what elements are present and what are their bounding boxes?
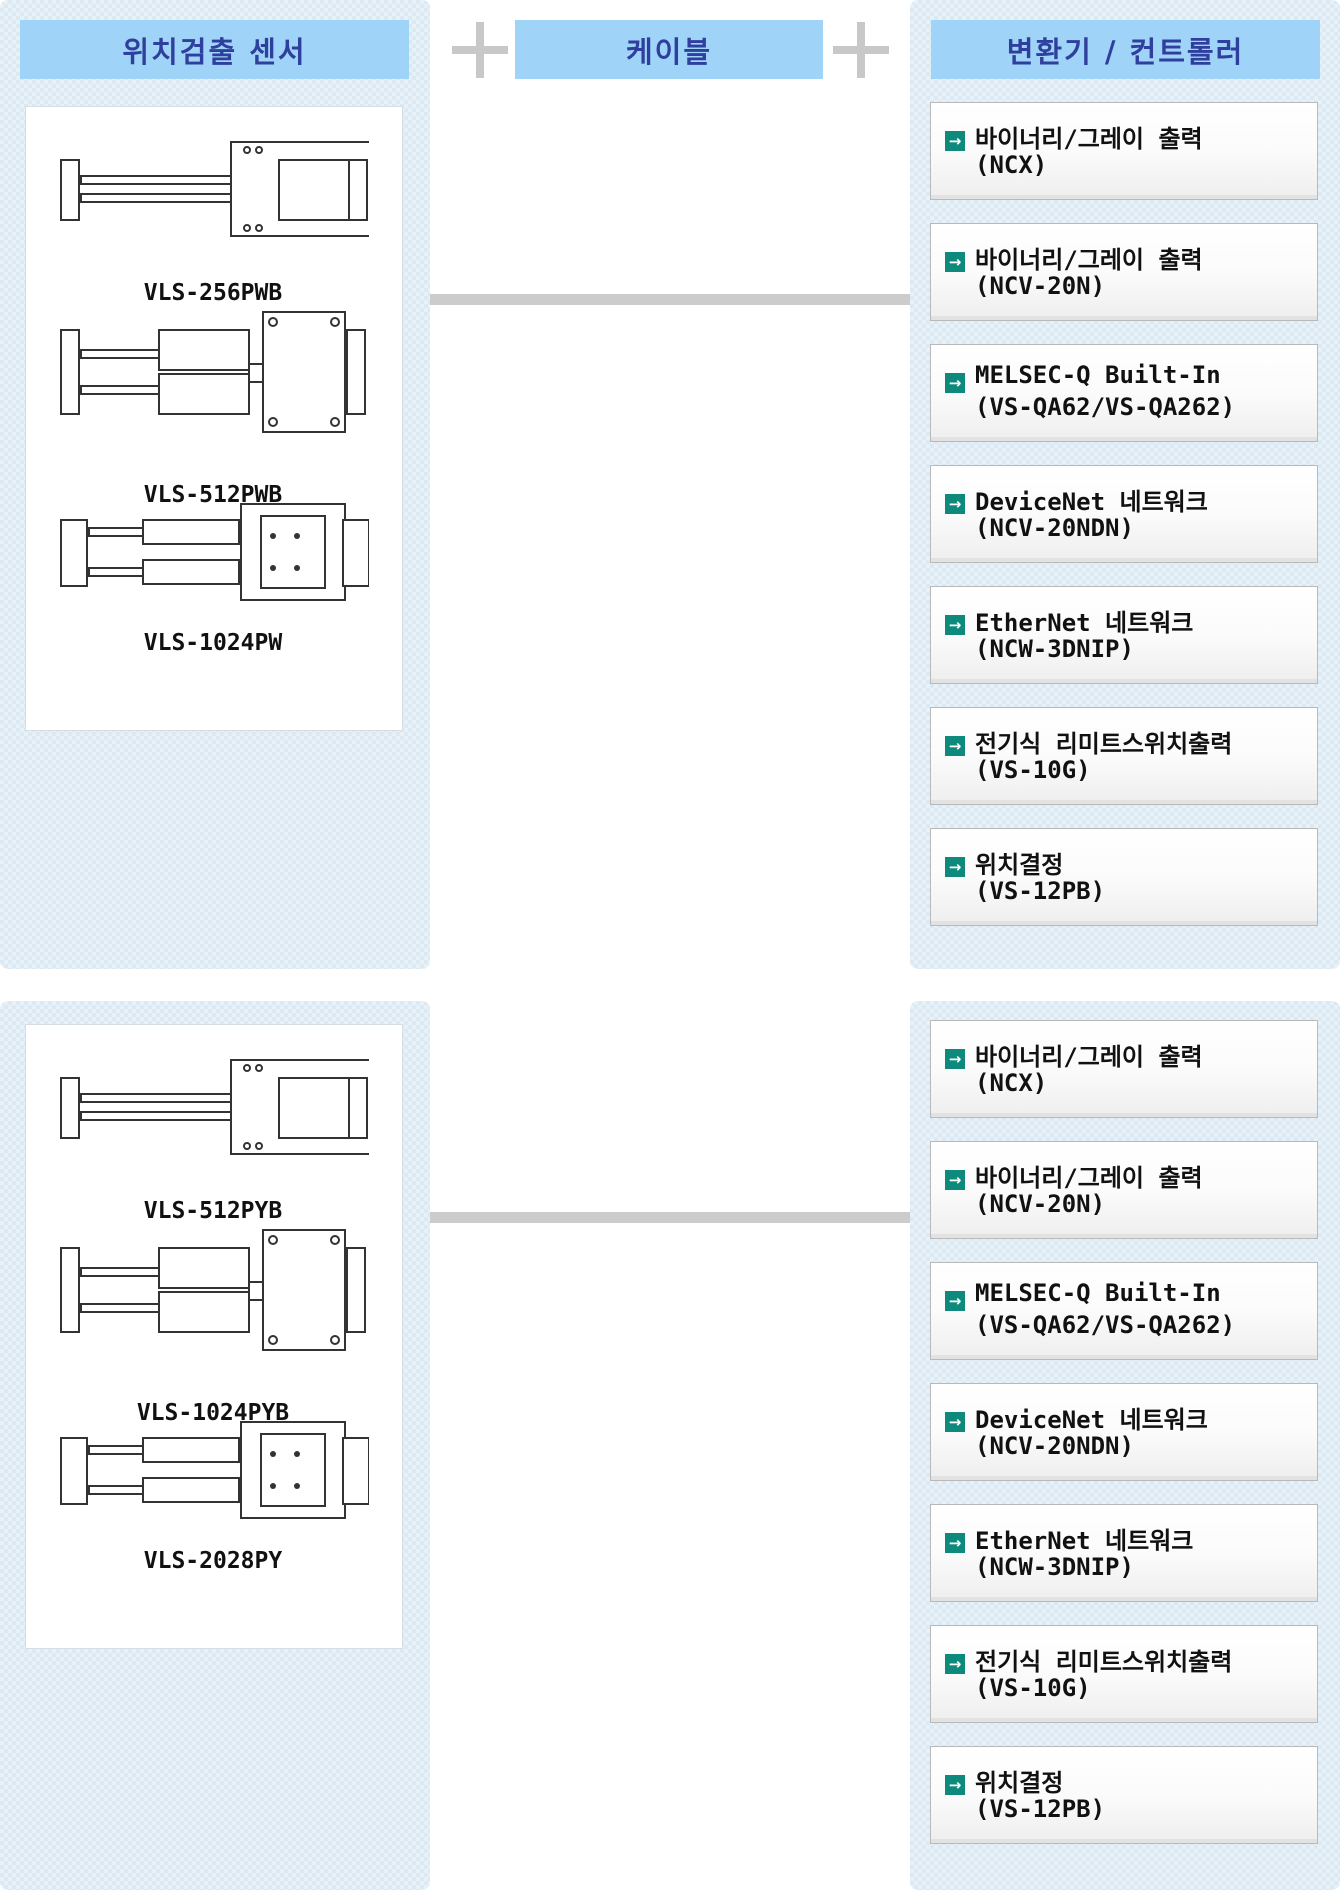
controller-model: (NCW-3DNIP) (975, 635, 1134, 663)
controller-title: MELSEC-Q Built-In (975, 361, 1221, 389)
arrow-right-icon: → (945, 373, 965, 393)
controller-link-button[interactable]: → 바이너리/그레이 출력(NCV-20N) (930, 1141, 1318, 1239)
cable-line-2 (430, 1212, 910, 1223)
arrow-right-icon: → (945, 131, 965, 151)
controller-title: 전기식 리미트스위치출력 (975, 1648, 1233, 1676)
arrow-right-icon: → (945, 1170, 965, 1190)
controller-title: DeviceNet 네트워크 (975, 1406, 1208, 1434)
controller-link-button[interactable]: → 전기식 리미트스위치출력(VS-10G) (930, 707, 1318, 805)
controller-model: (NCX) (975, 151, 1048, 179)
arrow-right-icon: → (945, 615, 965, 635)
sensor-model-label: VLS-2028PY (143, 1548, 283, 1574)
controller-model: (NCX) (975, 1069, 1048, 1097)
controller-title: 바이너리/그레이 출력 (975, 125, 1203, 153)
controller-title: DeviceNet 네트워크 (975, 488, 1208, 516)
controller-model: (NCV-20NDN) (975, 1432, 1134, 1460)
arrow-right-icon: → (945, 1654, 965, 1674)
controller-title: 위치결정 (975, 1769, 1064, 1797)
controller-link-button[interactable]: → DeviceNet 네트워크(NCV-20NDN) (930, 465, 1318, 563)
controller-title: EtherNet 네트워크 (975, 609, 1194, 637)
controller-link-button[interactable]: → EtherNet 네트워크(NCW-3DNIP) (930, 586, 1318, 684)
controller-model: (VS-12PB) (975, 877, 1106, 905)
arrow-right-icon: → (945, 494, 965, 514)
controller-title: 바이너리/그레이 출력 (975, 1164, 1203, 1192)
arrow-right-icon: → (945, 1533, 965, 1553)
controller-model: (NCV-20NDN) (975, 514, 1134, 542)
arrow-right-icon: → (945, 736, 965, 756)
arrow-right-icon: → (945, 252, 965, 272)
controller-title: MELSEC-Q Built-In (975, 1279, 1221, 1307)
arrow-right-icon: → (945, 1412, 965, 1432)
header-controller: 변환기 / 컨트롤러 (931, 20, 1320, 79)
controller-link-button[interactable]: → 위치결정(VS-12PB) (930, 1746, 1318, 1844)
cable-line-1 (430, 294, 910, 305)
controller-link-button[interactable]: → 바이너리/그레이 출력(NCX) (930, 1020, 1318, 1118)
controller-model: (NCW-3DNIP) (975, 1553, 1134, 1581)
controller-link-button[interactable]: → 바이너리/그레이 출력(NCV-20N) (930, 223, 1318, 321)
arrow-right-icon: → (945, 857, 965, 877)
controller-model: (NCV-20N) (975, 272, 1106, 300)
plus-icon (452, 22, 508, 78)
controller-model: (NCV-20N) (975, 1190, 1106, 1218)
controller-link-button[interactable]: → MELSEC-Q Built-In (VS-QA62/VS-QA262) (930, 344, 1318, 442)
header-cable: 케이블 (515, 20, 823, 79)
arrow-right-icon: → (945, 1775, 965, 1795)
controller-link-button[interactable]: → EtherNet 네트워크(NCW-3DNIP) (930, 1504, 1318, 1602)
header-sensor: 위치검출 센서 (20, 20, 409, 79)
controller-link-button[interactable]: → MELSEC-Q Built-In (VS-QA62/VS-QA262) (930, 1262, 1318, 1360)
controller-title: 위치결정 (975, 851, 1064, 879)
controller-title: EtherNet 네트워크 (975, 1527, 1194, 1555)
controller-link-button[interactable]: → 바이너리/그레이 출력(NCX) (930, 102, 1318, 200)
controller-link-button[interactable]: → 전기식 리미트스위치출력(VS-10G) (930, 1625, 1318, 1723)
controller-model: (VS-QA62/VS-QA262) (975, 393, 1236, 421)
controller-title: 전기식 리미트스위치출력 (975, 730, 1233, 758)
controller-link-button[interactable]: → 위치결정(VS-12PB) (930, 828, 1318, 926)
arrow-right-icon: → (945, 1049, 965, 1069)
sensor-model-label: VLS-1024PW (143, 630, 283, 656)
arrow-right-icon: → (945, 1291, 965, 1311)
controller-model: (VS-10G) (975, 1674, 1091, 1702)
sensor-model-label: VLS-256PWB (143, 280, 283, 306)
controller-model: (VS-10G) (975, 756, 1091, 784)
controller-model: (VS-12PB) (975, 1795, 1106, 1823)
controller-link-button[interactable]: → DeviceNet 네트워크(NCV-20NDN) (930, 1383, 1318, 1481)
sensor-model-label: VLS-512PYB (143, 1198, 283, 1224)
plus-icon (833, 22, 889, 78)
controller-title: 바이너리/그레이 출력 (975, 246, 1203, 274)
controller-title: 바이너리/그레이 출력 (975, 1043, 1203, 1071)
controller-model: (VS-QA62/VS-QA262) (975, 1311, 1236, 1339)
